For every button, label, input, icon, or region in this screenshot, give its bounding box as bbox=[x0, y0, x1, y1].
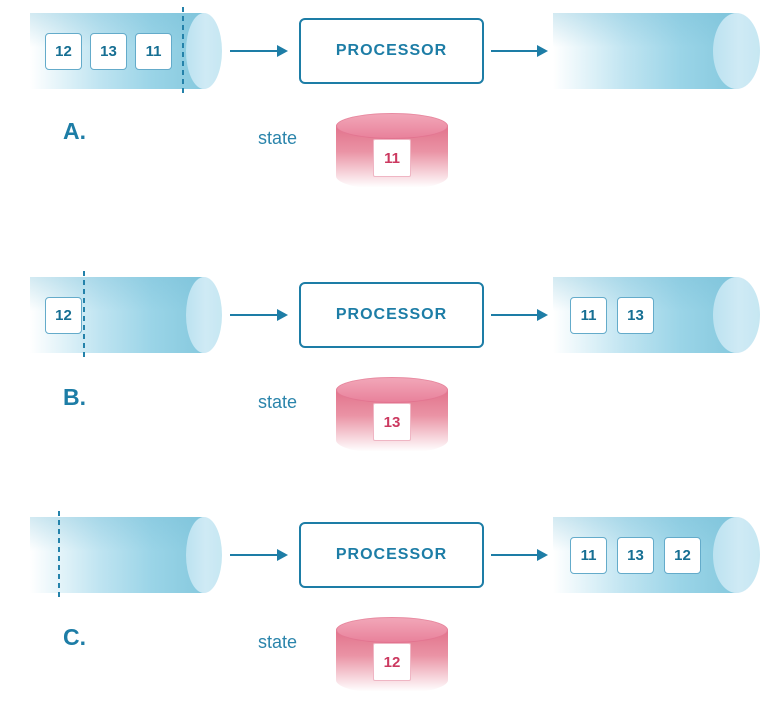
dashed-cutoff-line bbox=[182, 7, 184, 95]
processor-box: PROCESSOR bbox=[299, 522, 484, 588]
row-label: C. bbox=[63, 624, 86, 650]
pipe-cap bbox=[713, 277, 760, 353]
processor-label: PROCESSOR bbox=[335, 42, 448, 59]
pipe-body bbox=[553, 13, 736, 89]
pipe-cap bbox=[186, 517, 222, 593]
state-store-cylinder: 13 bbox=[336, 377, 448, 459]
state-label: state bbox=[258, 632, 298, 652]
flow-arrow-icon bbox=[491, 45, 548, 57]
state-record: 11 bbox=[373, 139, 411, 177]
flow-arrow-icon bbox=[491, 309, 548, 321]
cylinder-top-ellipse bbox=[336, 113, 448, 139]
stream-record: 13 bbox=[90, 33, 127, 70]
stream-record: 13 bbox=[617, 537, 654, 574]
stream-record: 11 bbox=[570, 297, 607, 334]
pipe-cap bbox=[186, 277, 222, 353]
cylinder-top-ellipse bbox=[336, 377, 448, 403]
row-label: A. bbox=[63, 118, 86, 144]
state-record: 12 bbox=[373, 643, 411, 681]
pipe-cap bbox=[186, 13, 222, 89]
stream-record: 11 bbox=[135, 33, 172, 70]
processor-box: PROCESSOR bbox=[299, 282, 484, 348]
stream-record: 12 bbox=[45, 33, 82, 70]
state-record: 13 bbox=[373, 403, 411, 441]
output-stream-pipe bbox=[553, 13, 760, 89]
dashed-cutoff-line bbox=[83, 271, 85, 359]
row-label: B. bbox=[63, 384, 86, 410]
flow-arrow-icon bbox=[230, 309, 288, 321]
processor-label: PROCESSOR bbox=[335, 546, 448, 563]
input-stream-pipe bbox=[30, 277, 222, 353]
cylinder-top-ellipse bbox=[336, 617, 448, 643]
pipe-body bbox=[30, 517, 204, 593]
pipe-cap bbox=[713, 517, 760, 593]
processor-label: PROCESSOR bbox=[335, 306, 448, 323]
flow-arrow-icon bbox=[230, 45, 288, 57]
state-store-cylinder: 12 bbox=[336, 617, 448, 699]
processor-box: PROCESSOR bbox=[299, 18, 484, 84]
stream-record: 12 bbox=[664, 537, 701, 574]
flow-arrow-icon bbox=[230, 549, 288, 561]
state-label: state bbox=[258, 128, 298, 148]
flow-arrow-icon bbox=[491, 549, 548, 561]
stream-record: 12 bbox=[45, 297, 82, 334]
state-label: state bbox=[258, 392, 298, 412]
dashed-cutoff-line bbox=[58, 511, 60, 599]
stream-record: 13 bbox=[617, 297, 654, 334]
stream-record: 11 bbox=[570, 537, 607, 574]
pipe-cap bbox=[713, 13, 760, 89]
state-store-cylinder: 11 bbox=[336, 113, 448, 195]
